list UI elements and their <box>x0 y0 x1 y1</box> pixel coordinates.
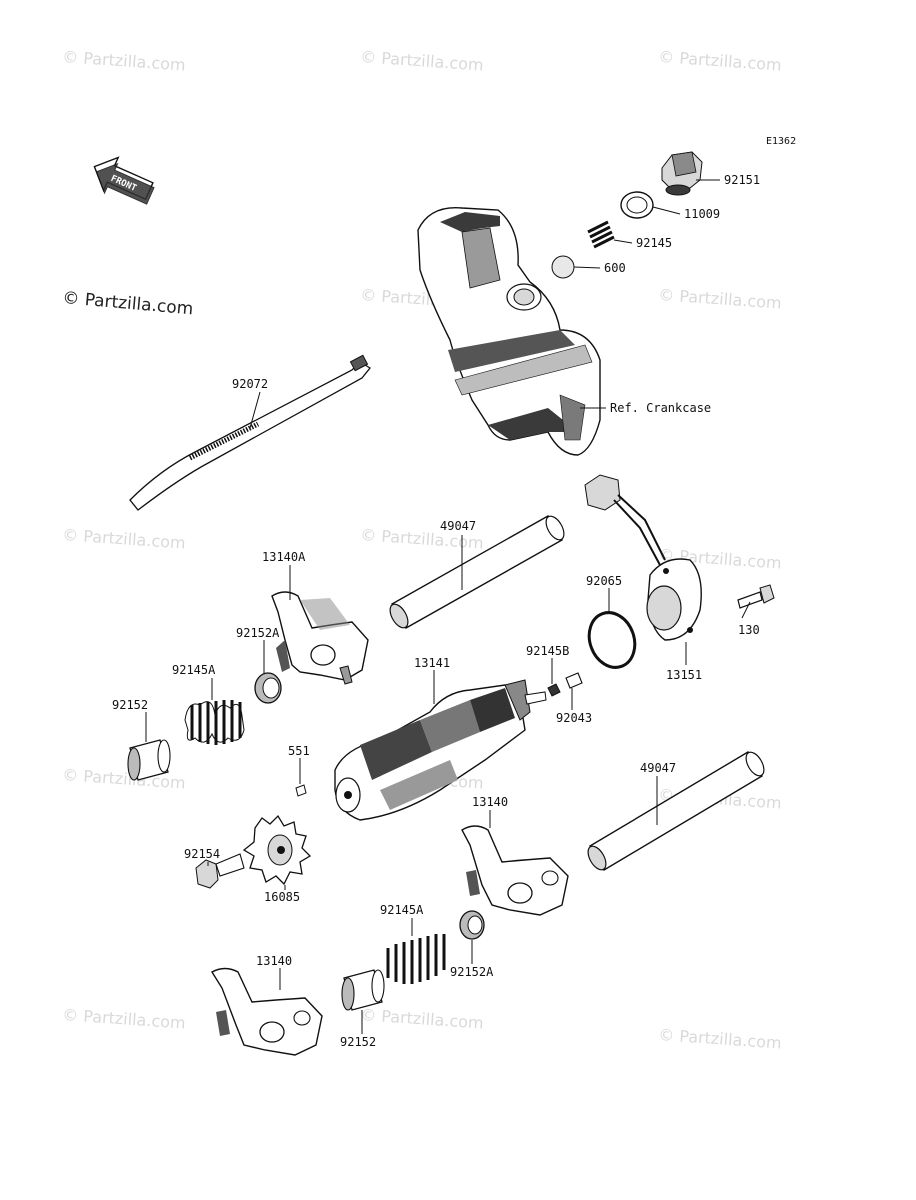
watermark: © Partzilla.com <box>360 47 484 75</box>
ball-600 <box>551 255 575 279</box>
shift-drum-13141 <box>334 679 547 821</box>
watermark: © Partzilla.com <box>62 47 186 75</box>
label-92065: 92065 <box>586 574 622 588</box>
shift-fork-13140-bottom <box>211 967 323 1056</box>
label-92145A-left: 92145A <box>172 663 216 677</box>
label-11009: 11009 <box>684 207 720 221</box>
label-13140-bottom: 13140 <box>256 954 292 968</box>
shaft-49047-upper <box>389 515 565 629</box>
spring-92145A-left <box>184 700 245 745</box>
label-551: 551 <box>288 744 310 758</box>
watermarks: © Partzilla.com © Partzilla.com © Partzi… <box>62 47 783 1053</box>
leader-lines <box>145 179 751 1034</box>
watermark: © Partzilla.com <box>62 1005 186 1033</box>
watermark-dark: © Partzilla.com <box>62 288 194 319</box>
label-92152A-bottom: 92152A <box>450 965 494 979</box>
label-13140-right: 13140 <box>472 795 508 809</box>
label-16085: 16085 <box>264 890 300 904</box>
spring-92145 <box>587 220 615 249</box>
label-13140A: 13140A <box>262 550 306 564</box>
part-labels: 92151 11009 92145 600 Ref. Crankcase 920… <box>112 173 760 1049</box>
watermark: © Partzilla.com <box>62 525 186 553</box>
o-ring-92065 <box>587 611 637 669</box>
label-130: 130 <box>738 623 760 637</box>
watermark: © Partzilla.com <box>658 285 782 313</box>
pin-551 <box>295 784 307 797</box>
crankcase-ref <box>417 206 601 456</box>
bolt-92154 <box>195 853 245 889</box>
collar-92152-bottom <box>341 969 385 1011</box>
label-92145: 92145 <box>636 236 672 250</box>
label-92151: 92151 <box>724 173 760 187</box>
pin-92043 <box>565 672 583 689</box>
label-13151: 13151 <box>666 668 702 682</box>
label-ref-crankcase: Ref. Crankcase <box>610 401 711 415</box>
gear-16085 <box>242 814 312 886</box>
label-49047-upper: 49047 <box>440 519 476 533</box>
watermark: © Partzilla.com <box>360 1005 484 1033</box>
label-92152-bottom: 92152 <box>340 1035 376 1049</box>
shaft-49047-lower <box>587 751 765 871</box>
label-92152A-top: 92152A <box>236 626 280 640</box>
label-13141: 13141 <box>414 656 450 670</box>
gasket-11009 <box>620 191 654 219</box>
watermark: © Partzilla.com <box>658 1025 782 1053</box>
plug-bolt-92151 <box>661 151 703 196</box>
label-49047-lower: 49047 <box>640 761 676 775</box>
washer-92152A-top <box>254 672 282 704</box>
label-600: 600 <box>604 261 626 275</box>
shift-fork-13140-right <box>461 825 569 916</box>
label-92072: 92072 <box>232 377 268 391</box>
washer-92152A-bottom <box>459 910 485 940</box>
front-arrow-icon: FRONT <box>93 156 155 205</box>
sensor-13151 <box>584 474 702 641</box>
label-92145A-bottom: 92145A <box>380 903 424 917</box>
shift-fork-13140A <box>271 591 369 685</box>
label-92145B: 92145B <box>526 644 569 658</box>
watermark: © Partzilla.com <box>658 47 782 75</box>
diagram-code: E1362 <box>766 136 796 147</box>
collar-92152-left <box>127 739 171 781</box>
label-92043: 92043 <box>556 711 592 725</box>
bolt-130 <box>737 584 775 609</box>
label-92154: 92154 <box>184 847 220 861</box>
spring-92145B <box>547 683 561 697</box>
spring-92145A-bottom <box>386 934 446 984</box>
cable-tie-92072 <box>129 354 371 511</box>
label-92152-left: 92152 <box>112 698 148 712</box>
